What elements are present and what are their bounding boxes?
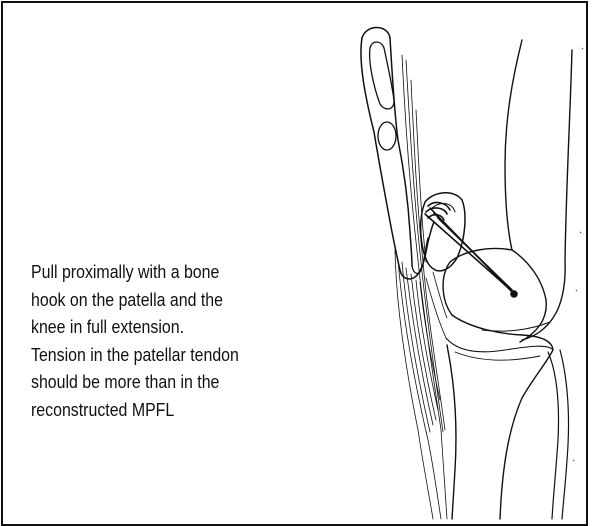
mpfl-graft-icon [425, 203, 517, 297]
femur-icon [443, 40, 572, 342]
tibia-icon [446, 315, 553, 519]
fibula-icon [548, 350, 569, 519]
background-specks [573, 48, 583, 461]
patella-icon [421, 193, 465, 271]
patellar-tendon-icon [395, 55, 447, 519]
bone-hook-icon [361, 28, 434, 279]
